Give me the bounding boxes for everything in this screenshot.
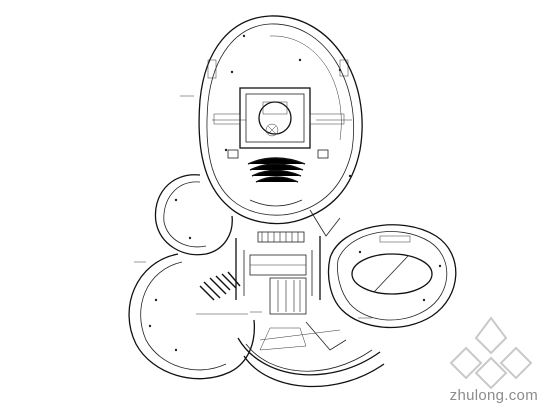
left-small-room [154,174,233,256]
central-circle [258,101,292,135]
central-circulation [235,209,341,315]
annotation-marks [134,95,372,319]
auditorium-seating [247,157,306,183]
lower-left-hall [128,253,256,380]
watermark-text: zhulong.com [449,387,538,404]
upper-hall [198,15,363,225]
front-arcs [237,321,385,388]
right-hall-oval [351,253,433,295]
right-hall [327,224,457,329]
stage-block [239,87,311,149]
watermark-logo [449,316,533,390]
